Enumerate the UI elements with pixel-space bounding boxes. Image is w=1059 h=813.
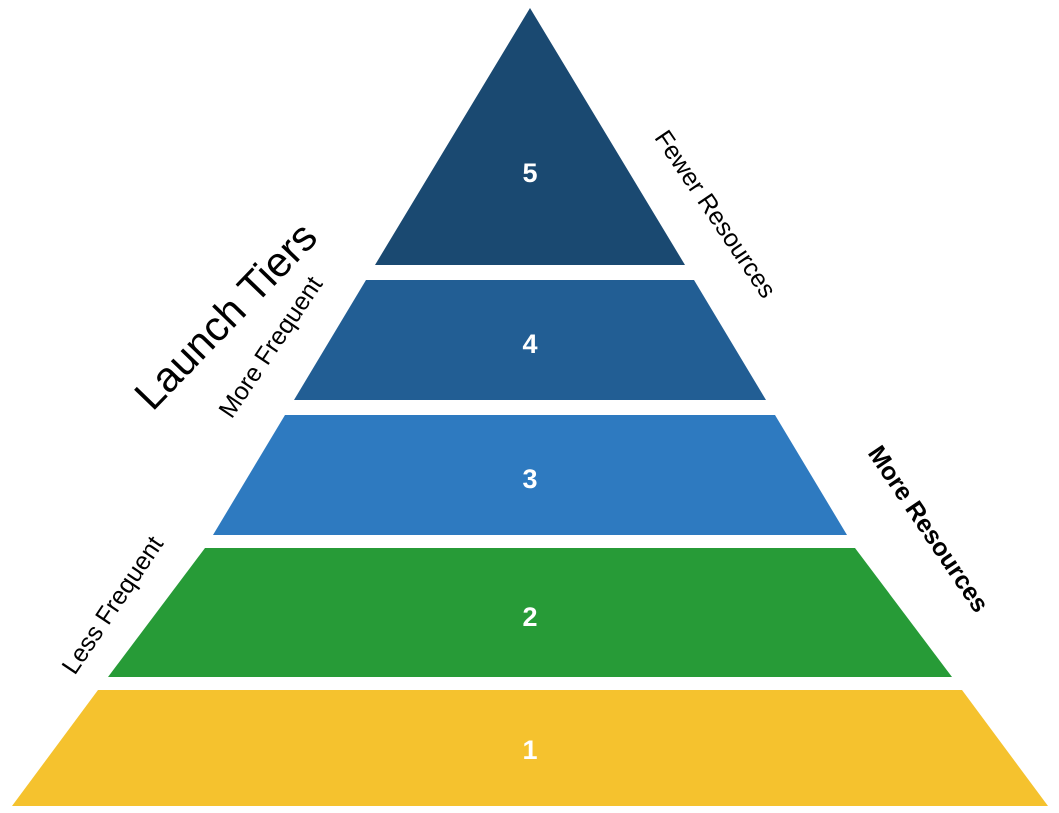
- pyramid-tier-2-label: 2: [522, 602, 537, 632]
- right-axis-label-fewer-resources: Fewer Resources: [649, 125, 782, 303]
- pyramid-tier-4-label: 4: [522, 329, 537, 359]
- pyramid-tier-1-label: 1: [522, 735, 537, 765]
- pyramid-tier-5-label: 5: [522, 158, 537, 188]
- pyramid-tier-3-shape[interactable]: [213, 415, 847, 535]
- pyramid-tier-3-label: 3: [522, 464, 537, 494]
- pyramid-tier-1-shape[interactable]: [12, 690, 1048, 806]
- pyramid-tier-4-shape[interactable]: [294, 280, 766, 400]
- pyramid-tier-5-shape[interactable]: [375, 8, 685, 265]
- pyramid-tier-2-shape[interactable]: [108, 548, 952, 677]
